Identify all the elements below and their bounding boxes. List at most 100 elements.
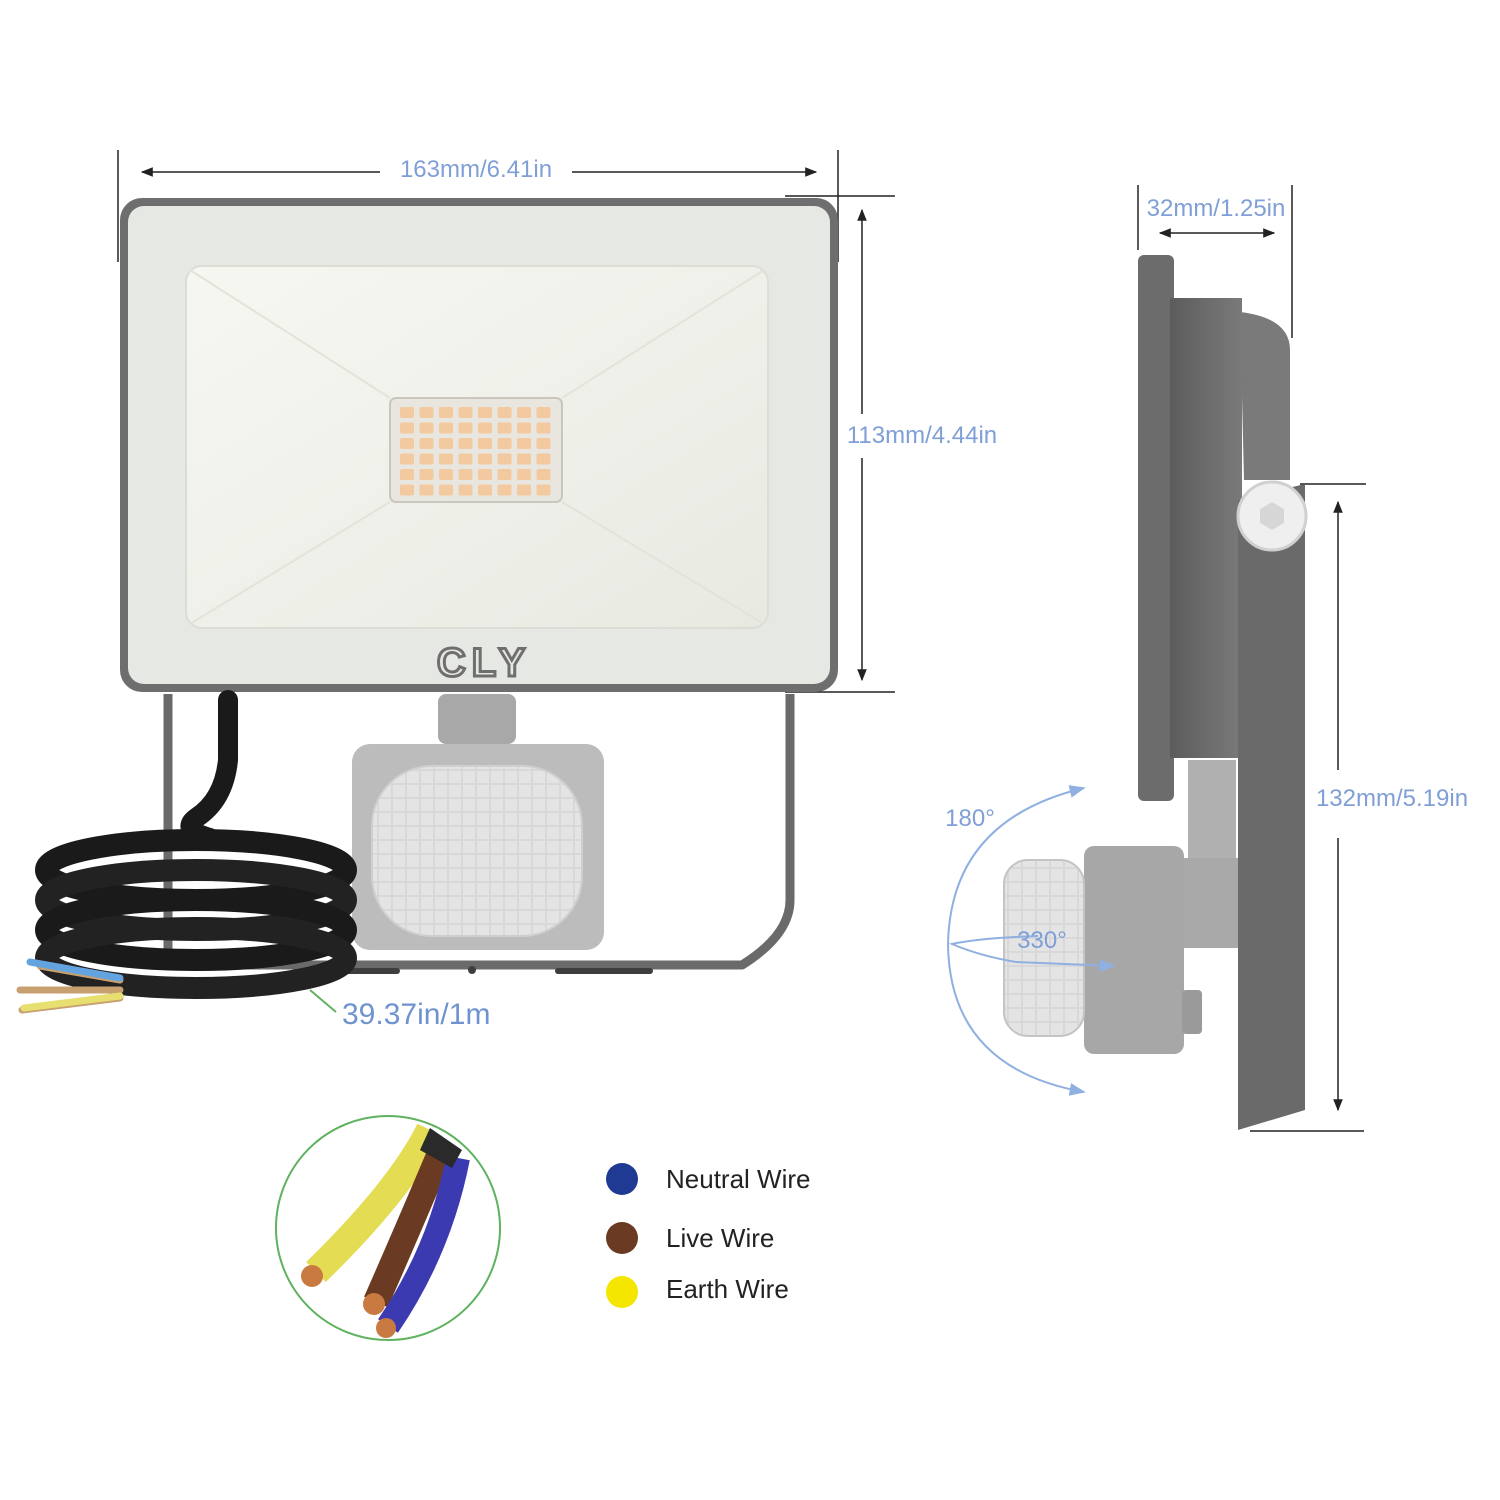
cable-length-label: 39.37in/1m — [342, 998, 490, 1031]
copper-end-2 — [363, 1293, 385, 1315]
led-chip — [497, 422, 512, 434]
brand-logo: CLY — [437, 641, 531, 685]
side-body — [1170, 298, 1242, 758]
led-chip — [439, 407, 453, 418]
horizontal-angle-label: 330° — [1017, 927, 1067, 954]
total-height-label: 132mm/5.19in — [1316, 785, 1468, 812]
led-chip — [419, 469, 434, 480]
front-view: 163mm/6.41in 113mm/4.44in CLY — [16, 150, 997, 1031]
led-chip — [419, 438, 434, 449]
side-sensor-arm — [1180, 858, 1238, 948]
led-chip — [400, 438, 414, 449]
led-chip — [478, 469, 492, 480]
led-chip — [400, 422, 414, 434]
led-chip — [419, 453, 434, 465]
legend-dot-neutral — [606, 1163, 638, 1195]
bracket-hole — [468, 966, 476, 974]
side-front-rim — [1138, 255, 1174, 801]
led-chip — [419, 484, 434, 496]
height-label: 113mm/4.44in — [847, 422, 997, 449]
neutral-wire-detail — [378, 1155, 470, 1333]
led-chip — [536, 484, 551, 496]
bracket-bolt-hex — [1260, 502, 1284, 530]
led-chip — [536, 422, 551, 434]
led-chip — [517, 469, 531, 480]
side-sensor-body — [1084, 846, 1184, 1054]
led-chip — [439, 484, 453, 496]
side-sensor-knob — [1182, 990, 1202, 1034]
reflector-lines — [189, 269, 765, 625]
side-bracket — [1238, 484, 1305, 1130]
led-chip — [419, 407, 434, 418]
led-chip — [517, 407, 531, 418]
led-chip — [536, 438, 551, 449]
led-chip — [419, 422, 434, 434]
bracket-slot-left — [340, 968, 400, 974]
led-chip-board — [389, 397, 563, 503]
copper-end-1 — [301, 1265, 323, 1287]
led-chip — [536, 453, 551, 465]
led-chip — [439, 453, 453, 465]
legend-dot-earth — [606, 1276, 638, 1308]
side-view: 32mm/1.25in 132mm/5.19in 180° 330° — [945, 185, 1468, 1132]
sensor-stem — [438, 694, 516, 744]
legend-label-earth: Earth Wire — [666, 1274, 789, 1304]
earth-wire-detail — [306, 1123, 443, 1283]
legend-label-neutral: Neutral Wire — [666, 1164, 810, 1194]
led-chip — [497, 407, 512, 418]
led-chip — [458, 438, 473, 449]
legend-dot-live — [606, 1222, 638, 1254]
led-chip — [458, 422, 473, 434]
wire-detail-magnifier — [275, 1115, 501, 1341]
led-chip — [517, 453, 531, 465]
bracket-slot-right — [555, 968, 653, 974]
led-chip — [517, 484, 531, 496]
legend-label-live: Live Wire — [666, 1223, 774, 1253]
led-chip — [400, 407, 414, 418]
copper-end-3 — [376, 1318, 396, 1338]
led-chip — [497, 453, 512, 465]
side-sensor-stem — [1188, 760, 1236, 858]
led-chip — [439, 438, 453, 449]
vertical-angle-label: 180° — [945, 805, 995, 832]
led-chip — [439, 469, 453, 480]
cable-callout-line — [309, 989, 337, 1013]
power-cable-lead — [180, 690, 238, 848]
led-chip — [517, 422, 531, 434]
sensor-lens — [371, 765, 583, 937]
led-chip — [478, 407, 492, 418]
led-chip — [517, 438, 531, 449]
width-label: 163mm/6.41in — [400, 156, 552, 183]
led-chip — [478, 484, 492, 496]
wire-end-blue — [26, 958, 124, 982]
led-chip — [478, 453, 492, 465]
led-chip — [497, 469, 512, 480]
led-chip — [400, 469, 414, 480]
led-chip — [458, 484, 473, 496]
led-chip — [458, 407, 473, 418]
live-wire-detail — [364, 1138, 456, 1308]
led-chip — [536, 469, 551, 480]
wire-end-yellow — [20, 992, 124, 1012]
led-chip — [497, 484, 512, 496]
led-chip — [478, 438, 492, 449]
led-chip — [400, 484, 414, 496]
led-chip — [536, 407, 551, 418]
led-chip-array — [400, 407, 551, 496]
side-heat-sink — [1240, 312, 1290, 480]
cable-sheath-end — [420, 1128, 462, 1168]
horizontal-angle-arc — [948, 935, 1039, 963]
led-chip — [497, 438, 512, 449]
led-chip — [400, 453, 414, 465]
depth-label: 32mm/1.25in — [1147, 195, 1286, 222]
vertical-angle-arc — [946, 785, 1086, 1096]
led-chip — [478, 422, 492, 434]
wire-legend: Neutral Wire Live Wire Earth Wire — [606, 1163, 810, 1308]
led-chip — [458, 469, 473, 480]
mounting-bracket — [163, 694, 795, 970]
led-chip — [458, 453, 473, 465]
led-chip — [439, 422, 453, 434]
power-cable-coil — [35, 829, 357, 999]
horizontal-angle-arrow — [1015, 959, 1116, 972]
